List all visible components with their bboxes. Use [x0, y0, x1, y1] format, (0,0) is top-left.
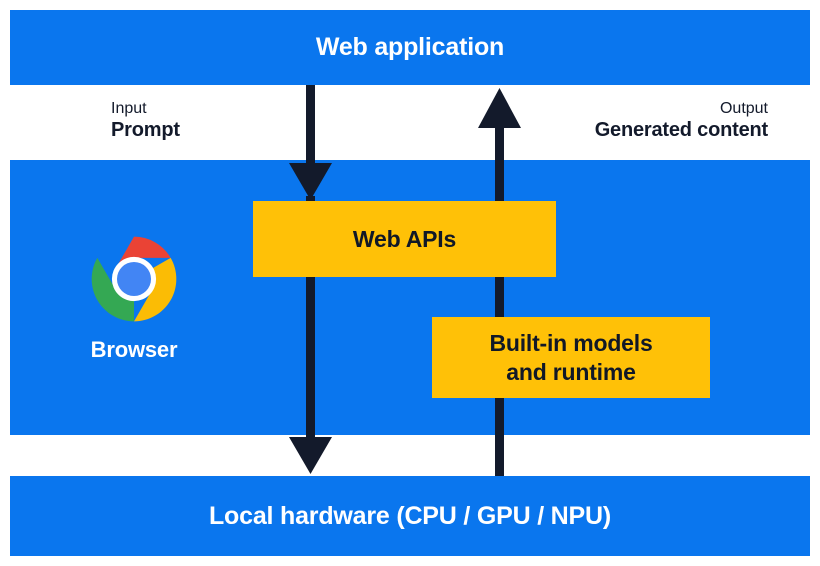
input-value-label: Prompt — [111, 118, 180, 141]
band-local-hardware-label: Local hardware (CPU / GPU / NPU) — [208, 501, 611, 530]
chrome-logo-icon — [91, 236, 177, 322]
input-kind-label: Input — [111, 100, 147, 117]
band-browser-label: Browser — [90, 337, 178, 362]
band-web-application: Web application — [10, 10, 810, 85]
band-web-application-label: Web application — [315, 33, 505, 61]
browser-identity-group: Browser — [66, 233, 202, 363]
output-value-label: Generated content — [594, 118, 769, 141]
band-local-hardware: Local hardware (CPU / GPU / NPU) — [10, 476, 810, 556]
output-kind-label: Output — [719, 100, 768, 117]
output-annotation: Output Generated content — [594, 100, 769, 142]
box-builtin-models-line1: Built-in models — [489, 330, 653, 357]
box-builtin-models-line2: and runtime — [506, 358, 636, 385]
input-annotation: Input Prompt — [111, 100, 180, 142]
box-web-apis-label: Web APIs — [352, 225, 457, 252]
box-web-apis: Web APIs — [253, 201, 556, 277]
